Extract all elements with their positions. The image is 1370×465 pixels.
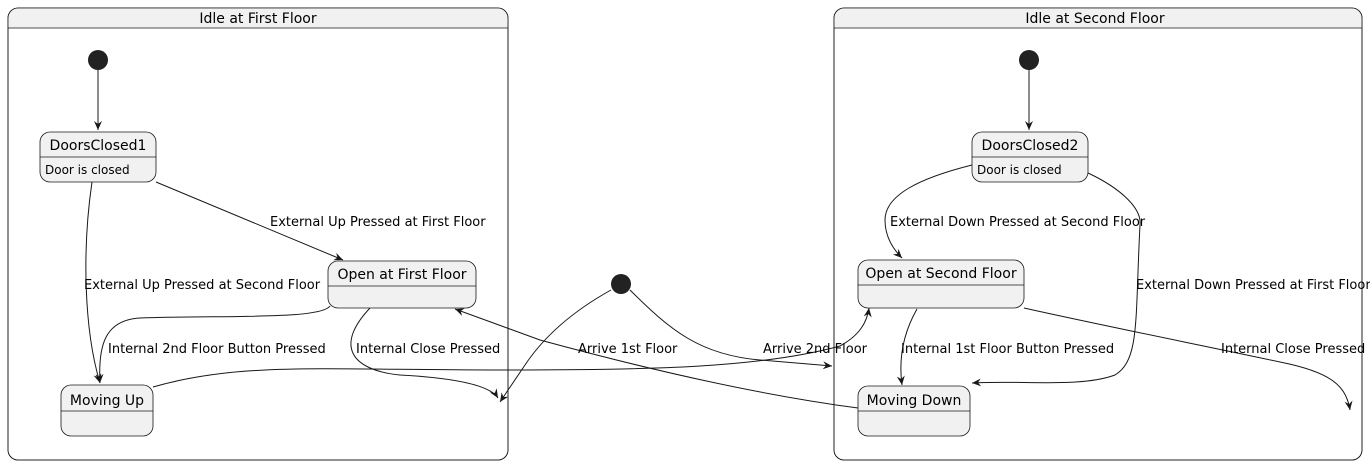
state-doorsclosed1: DoorsClosed1 Door is closed bbox=[39, 131, 157, 183]
state-open-first-floor: Open at First Floor bbox=[327, 260, 477, 309]
state-title-doorsclosed2: DoorsClosed2 bbox=[982, 138, 1079, 154]
label-int-1st-button: Internal 1st Floor Button Pressed bbox=[901, 342, 1114, 357]
transitions bbox=[85, 70, 1353, 411]
state-title-doorsclosed1: DoorsClosed1 bbox=[50, 138, 147, 154]
composite-title-second-floor: Idle at Second Floor bbox=[1025, 11, 1165, 27]
edge-doorsclosed1-to-moving-up bbox=[85, 181, 102, 384]
state-moving-up: Moving Up bbox=[60, 384, 154, 437]
label-int-close-first: Internal Close Pressed bbox=[356, 342, 500, 357]
initial-state-first-floor bbox=[88, 50, 108, 70]
edge-doorsclosed2-to-moving-down bbox=[971, 172, 1141, 387]
state-desc-doorsclosed2: Door is closed bbox=[977, 163, 1062, 177]
state-title-open-first-floor: Open at First Floor bbox=[337, 267, 466, 283]
label-ext-down-second: External Down Pressed at Second Floor bbox=[890, 215, 1146, 230]
edge-moving-up-to-open-second bbox=[152, 307, 872, 388]
label-arrive-2nd: Arrive 2nd Floor bbox=[763, 342, 868, 357]
edge-initial-top-to-second-entry bbox=[629, 289, 833, 370]
label-ext-up-second: External Up Pressed at Second Floor bbox=[84, 278, 321, 293]
label-int-close-second: Internal Close Pressed bbox=[1221, 342, 1365, 357]
state-open-second-floor: Open at Second Floor bbox=[857, 259, 1025, 309]
label-arrive-1st: Arrive 1st Floor bbox=[578, 342, 678, 357]
state-doorsclosed2: DoorsClosed2 Door is closed bbox=[971, 131, 1089, 183]
state-title-moving-up: Moving Up bbox=[70, 393, 144, 409]
composite-idle-first-floor: Idle at First Floor bbox=[7, 7, 509, 461]
state-moving-down: Moving Down bbox=[857, 385, 971, 437]
label-ext-up-first: External Up Pressed at First Floor bbox=[270, 215, 486, 230]
initial-state-top bbox=[611, 274, 631, 294]
edge-open-second-to-exit bbox=[1023, 307, 1353, 411]
composite-title-first-floor: Idle at First Floor bbox=[199, 11, 316, 27]
initial-state-second-floor bbox=[1019, 50, 1039, 70]
edge-initial-top-to-first-exit bbox=[499, 289, 612, 403]
state-title-moving-down: Moving Down bbox=[867, 393, 962, 409]
composite-idle-second-floor: Idle at Second Floor bbox=[833, 7, 1363, 461]
state-title-open-second-floor: Open at Second Floor bbox=[865, 266, 1016, 282]
label-ext-down-first: External Down Pressed at First Floor bbox=[1136, 278, 1370, 293]
label-int-2nd-button: Internal 2nd Floor Button Pressed bbox=[108, 342, 326, 357]
edge-open-second-to-moving-down bbox=[896, 308, 918, 386]
edge-open-first-to-moving-up bbox=[95, 305, 331, 384]
transition-labels: External Up Pressed at First Floor Exter… bbox=[84, 215, 1370, 357]
edge-doorsclosed1-to-open-first bbox=[155, 181, 344, 261]
edge-doorsclosed2-to-open-second bbox=[884, 164, 973, 259]
state-desc-doorsclosed1: Door is closed bbox=[45, 163, 130, 177]
edge-moving-down-to-open-first bbox=[454, 308, 859, 409]
edge-open-first-to-exit bbox=[350, 307, 499, 399]
